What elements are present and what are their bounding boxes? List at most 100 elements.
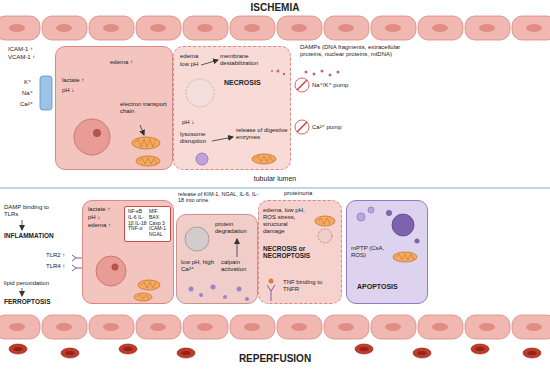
cell-annotation: pH ↓ xyxy=(182,119,212,126)
endothelial-nucleus xyxy=(432,323,448,331)
tnf-ligand xyxy=(269,279,274,284)
tlr-receptor xyxy=(72,265,82,271)
endothelial-nucleus xyxy=(9,24,25,32)
cytokine-box: NF-κB IL-6 IL-1β IL-18 TNF-αMIF BAX Casp… xyxy=(124,206,171,242)
endothelial-cell xyxy=(324,16,369,40)
endothelial-cell xyxy=(42,315,87,339)
endothelial-cell xyxy=(183,16,228,40)
cell-annotation: edema ↑ xyxy=(88,222,122,229)
mitochondrial-cristae xyxy=(137,295,149,299)
panel-heading: ISCHEMIA xyxy=(0,2,550,14)
endothelial-cell xyxy=(89,315,134,339)
mitochondrial-cristae xyxy=(135,139,156,147)
endothelial-nucleus xyxy=(479,323,495,331)
process-heading: INFLAMMATION xyxy=(4,232,78,239)
red-blood-cell-center xyxy=(360,347,369,351)
apoptotic-body xyxy=(368,207,374,213)
endothelial-cell xyxy=(418,315,463,339)
endothelial-cell xyxy=(0,16,40,40)
red-blood-cell xyxy=(413,348,431,358)
protein-fragment xyxy=(189,287,194,292)
nuclear-fragment xyxy=(386,210,392,216)
mitochondrial-cristae xyxy=(318,218,330,224)
endothelial-nucleus xyxy=(338,323,354,331)
cell-annotation: pH ↓ xyxy=(62,87,92,94)
damp-debris xyxy=(337,71,340,74)
endothelial-cell xyxy=(512,16,550,40)
endothelial-nucleus xyxy=(197,24,213,32)
pump-label: Ca²⁺ pump xyxy=(312,124,382,131)
endothelial-cell xyxy=(277,16,322,40)
endothelial-cell xyxy=(371,315,416,339)
nucleolus xyxy=(93,129,101,137)
condensed-nucleus xyxy=(392,214,414,236)
endothelial-cell xyxy=(465,16,510,40)
endothelial-nucleus xyxy=(385,24,401,32)
apoptotic-cell: mPTP (CsA, ROS)APOPTOSIS xyxy=(346,200,428,304)
endothelial-nucleus xyxy=(291,24,307,32)
cell-debris xyxy=(277,70,280,73)
endothelial-nucleus xyxy=(150,323,166,331)
endothelial-nucleus xyxy=(9,323,25,331)
red-blood-cell xyxy=(61,348,79,358)
apoptotic-body xyxy=(357,213,365,221)
red-blood-cell-center xyxy=(124,347,133,351)
ion-transporter xyxy=(40,76,52,110)
tubular-cell: lactate ↑pH ↓edema ↑electron transport c… xyxy=(55,46,173,170)
process-arrow xyxy=(212,137,233,141)
cell-fate: NECROSIS or NECROPTOSIS xyxy=(263,245,333,260)
endothelial-nucleus xyxy=(385,323,401,331)
endothelial-cell xyxy=(230,16,275,40)
cell-annotation: low pH xyxy=(180,61,210,68)
red-blood-cell-center xyxy=(476,347,485,351)
damp-note: DAMPs (DNA fragments, extracellular prot… xyxy=(300,44,412,58)
red-blood-cell-center xyxy=(418,351,427,355)
endothelial-cell xyxy=(230,315,275,339)
cell-annotation: protein degradation xyxy=(215,221,253,235)
endothelial-cell xyxy=(277,315,322,339)
red-blood-cell xyxy=(523,348,541,358)
cell-annotation: release of digestive enzymes xyxy=(236,127,288,141)
process-arrow xyxy=(22,220,23,230)
panel-divider xyxy=(0,187,550,189)
process-arrow xyxy=(22,288,23,296)
reperfusion-panel: REPERFUSIONlactate ↑pH ↓edema ↑NF-κB IL-… xyxy=(0,190,550,369)
receptor-label: TLR2 ↑ xyxy=(46,252,76,259)
endothelial-layer xyxy=(0,16,550,40)
mitochondrial-cristae xyxy=(141,282,156,288)
endothelial-nucleus xyxy=(338,24,354,32)
endothelial-cell xyxy=(324,315,369,339)
protein-fragment xyxy=(223,295,227,299)
process-note: release of KIM-1, NGAL, IL-6, IL-18 into… xyxy=(178,191,262,204)
ion-label: K⁺ xyxy=(24,79,38,86)
endothelial-nucleus xyxy=(526,24,542,32)
nucleolus xyxy=(112,264,119,271)
necrotic-cell: edema, low pH, ROS stress, structural da… xyxy=(258,200,342,304)
red-blood-cell-center xyxy=(66,351,75,355)
ion-label: Na⁺ xyxy=(22,90,38,97)
endothelial-cell xyxy=(183,315,228,339)
mitochondrion xyxy=(132,137,160,149)
endothelial-nucleus xyxy=(432,24,448,32)
lysosome xyxy=(196,153,208,165)
inhibited-pump xyxy=(295,120,309,134)
ischemia-panel: ISCHEMIAlactate ↑pH ↓edema ↑electron tra… xyxy=(0,0,550,188)
cell-annotation: lactate ↑ xyxy=(62,77,102,84)
endothelial-nucleus xyxy=(479,24,495,32)
endothelial-nucleus xyxy=(244,24,260,32)
damp-debris xyxy=(321,70,324,73)
inhibited-pump xyxy=(295,78,309,92)
damp-debris xyxy=(305,71,308,74)
cell-fate: NECROSIS xyxy=(224,79,284,87)
nucleus xyxy=(185,227,209,251)
endothelial-layer xyxy=(0,315,550,339)
necrotic-cell: edemalow pHmembrane destabilizationNECRO… xyxy=(173,46,291,170)
cell-annotation: lactate ↑ xyxy=(88,206,124,213)
adhesion-marker: ICAM-1 ↑ xyxy=(8,46,52,53)
damaged-cell: protein degradationlow pH, high Ca²⁺calp… xyxy=(176,214,258,304)
cell-annotation: membrane destabilization xyxy=(220,53,286,67)
protein-fragment xyxy=(245,297,249,301)
endothelial-cell xyxy=(136,16,181,40)
inhibition-slash xyxy=(297,80,307,90)
